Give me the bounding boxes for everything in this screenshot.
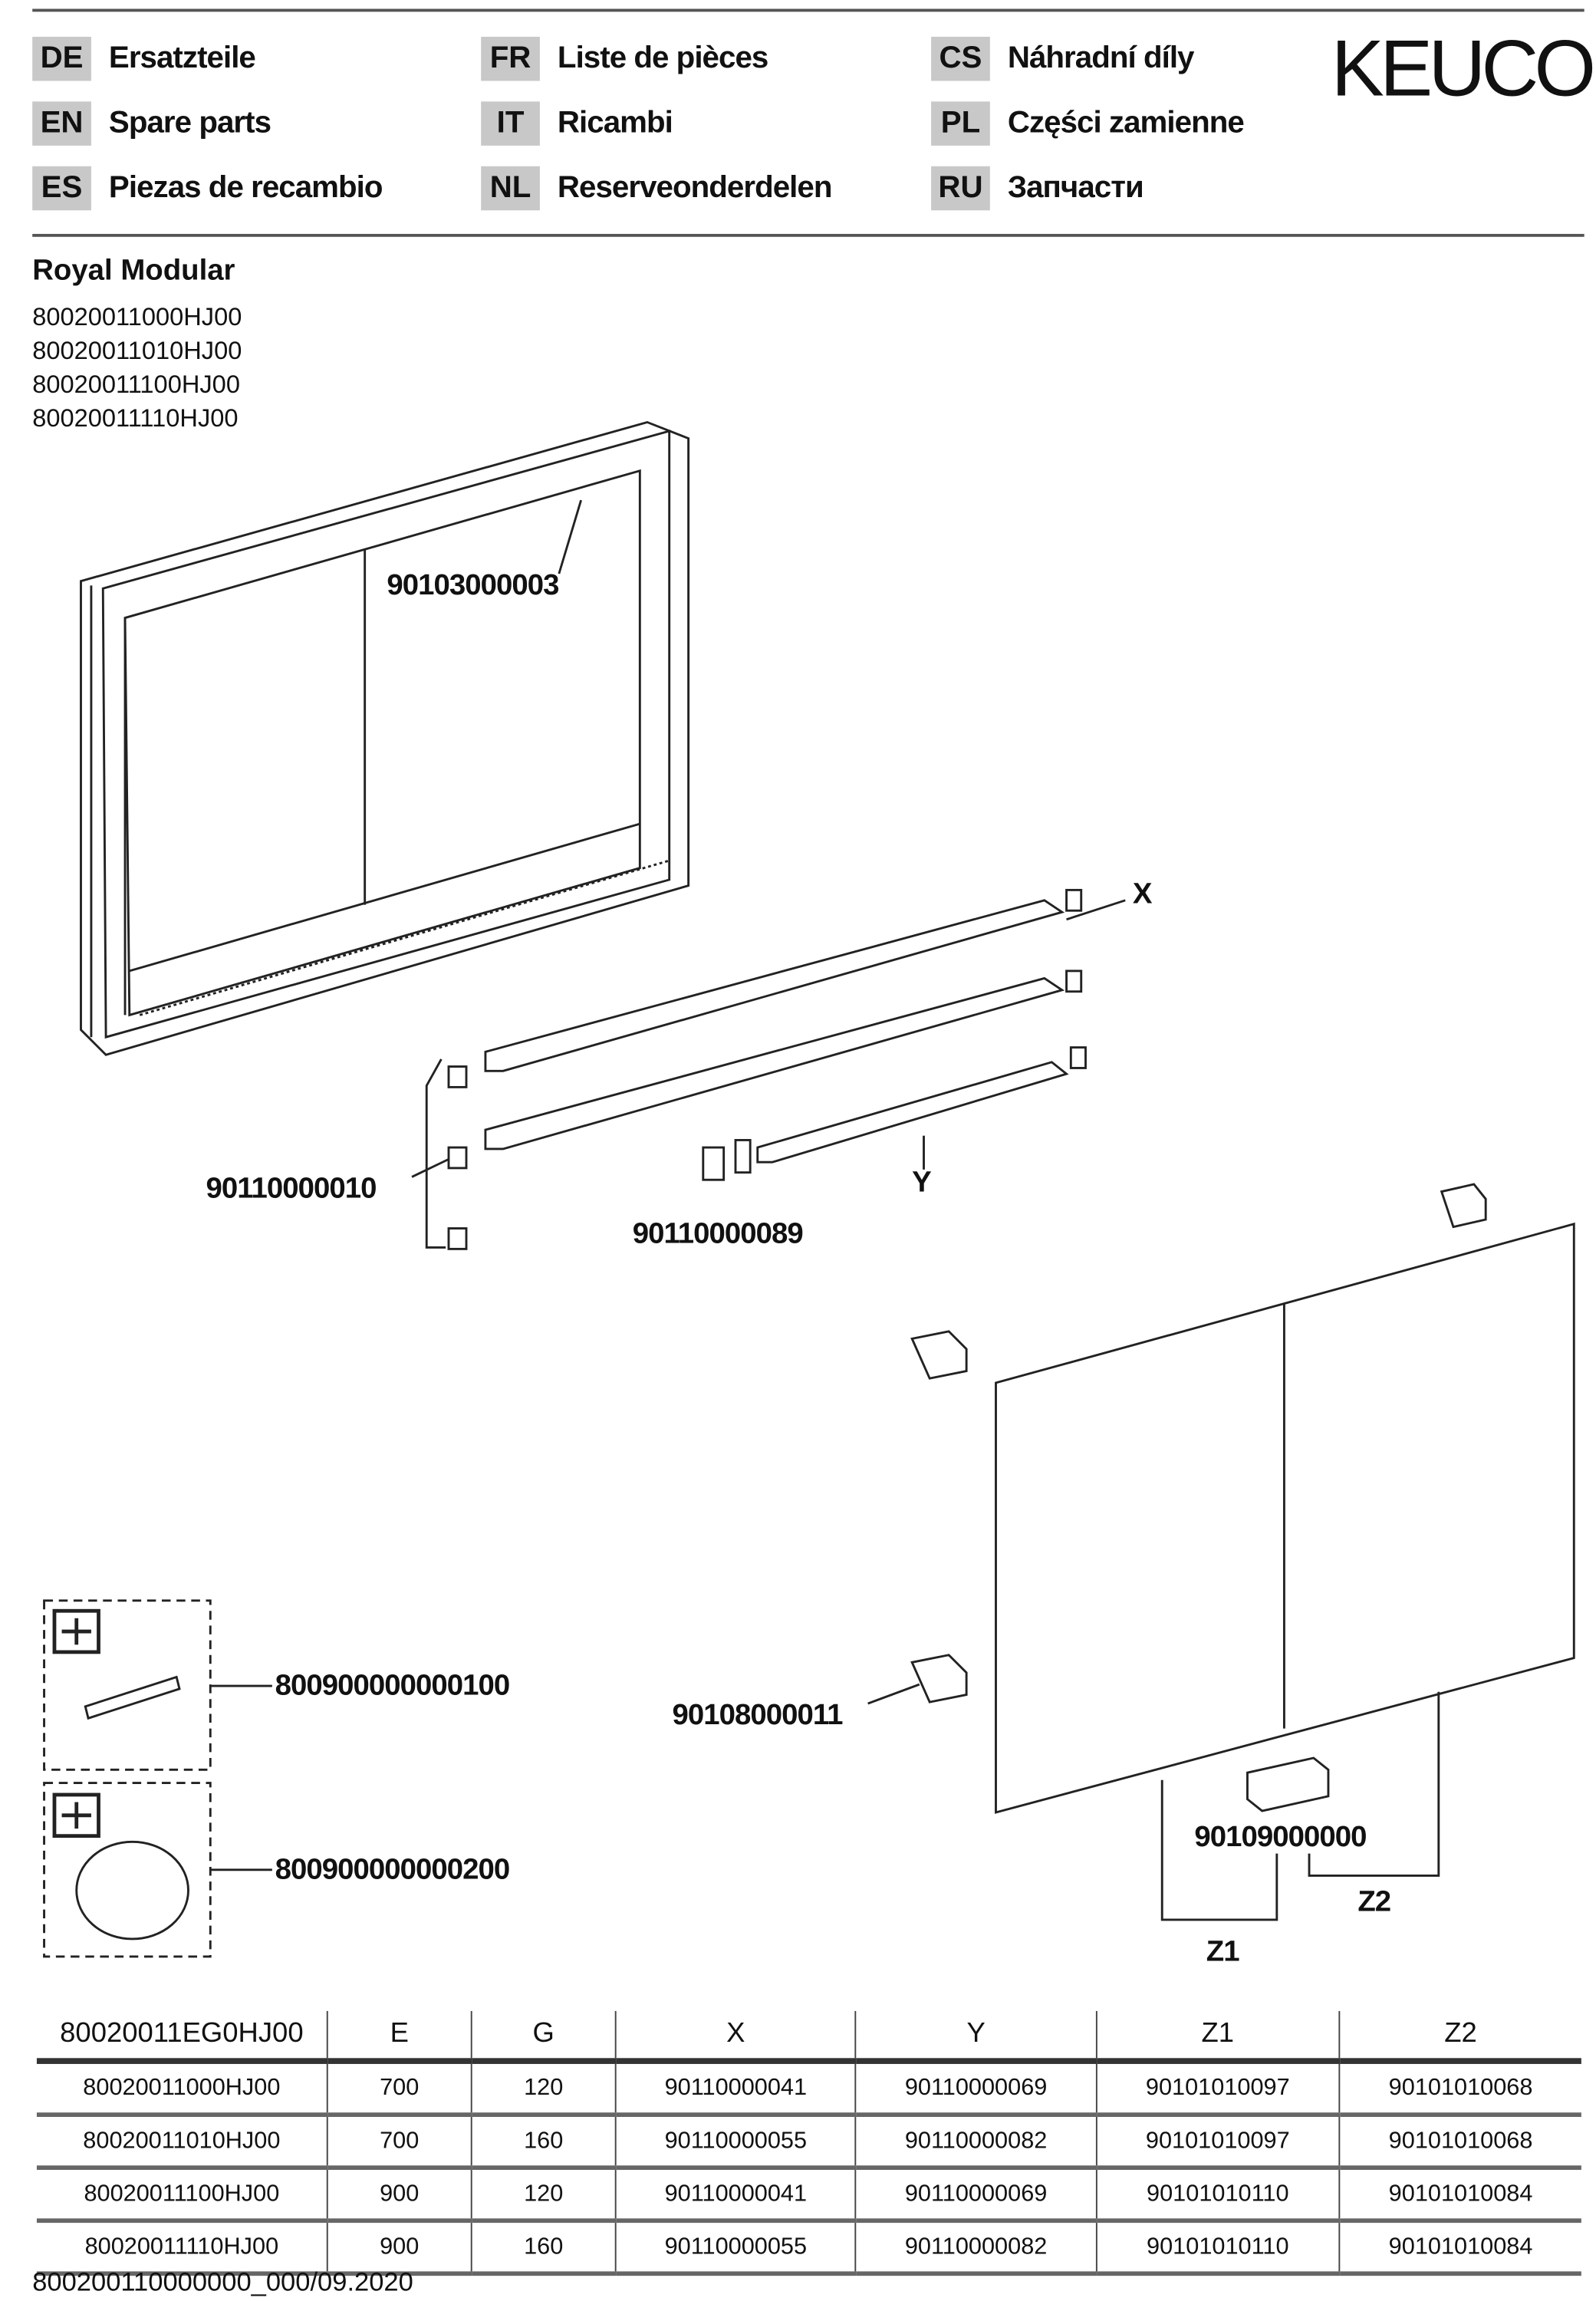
table-cell: 90110000082 bbox=[855, 2220, 1097, 2276]
table-cell: 160 bbox=[470, 2115, 616, 2171]
document-footer: 800200110000000_000/09.2020 bbox=[32, 2266, 413, 2296]
part-label: 90109000000 bbox=[1194, 1821, 1367, 1854]
lang-code: IT bbox=[481, 101, 540, 146]
article-list: 80020011000HJ00 80020011010HJ00 80020011… bbox=[32, 300, 242, 435]
column-header: E bbox=[326, 2010, 472, 2064]
lang-de: DE Ersatzteile bbox=[32, 36, 256, 81]
article-number: 80020011100HJ00 bbox=[32, 370, 240, 399]
lang-label: Náhradní díly bbox=[1007, 41, 1195, 75]
table-cell: 900 bbox=[326, 2168, 472, 2224]
lang-label: Запчасти bbox=[1007, 170, 1144, 205]
table-cell: 80020011010HJ00 bbox=[36, 2115, 327, 2171]
table-cell: 90110000055 bbox=[614, 2220, 856, 2276]
table-header: 80020011EG0HJ00 E G X Y Z1 Z2 bbox=[36, 2010, 1581, 2064]
product-title: Royal Modular bbox=[32, 254, 235, 288]
lang-label: Piezas de recambio bbox=[108, 170, 383, 205]
cabinet-frame bbox=[80, 420, 690, 1056]
lang-code: EN bbox=[32, 101, 91, 146]
table-cell: 120 bbox=[470, 2061, 616, 2117]
part-label: 90110000010 bbox=[206, 1172, 377, 1205]
table-cell: 80020011110HJ00 bbox=[36, 2220, 327, 2276]
table-cell: 90101010110 bbox=[1095, 2220, 1340, 2276]
part-label: Z1 bbox=[1206, 1936, 1240, 1969]
part-label: Y bbox=[912, 1166, 932, 1200]
lang-es: ES Piezas de recambio bbox=[32, 166, 383, 211]
plus-icon bbox=[52, 1608, 100, 1838]
table-cell: 90110000041 bbox=[614, 2061, 856, 2117]
lang-label: Ersatzteile bbox=[108, 41, 256, 75]
lang-code: NL bbox=[481, 166, 540, 211]
part-label: Z2 bbox=[1357, 1885, 1391, 1919]
lang-label: Spare parts bbox=[108, 106, 271, 140]
table-cell: 700 bbox=[326, 2061, 472, 2117]
column-header: X bbox=[614, 2010, 856, 2064]
part-label: 90110000089 bbox=[632, 1218, 804, 1251]
table-cell: 90101010097 bbox=[1095, 2115, 1340, 2171]
table-cell: 90101010084 bbox=[1338, 2220, 1581, 2276]
top-divider bbox=[32, 8, 1584, 12]
part-label: 90103000003 bbox=[387, 569, 559, 602]
table-cell: 700 bbox=[326, 2115, 472, 2171]
lang-code: PL bbox=[931, 101, 990, 146]
column-header: G bbox=[470, 2010, 616, 2064]
lang-code: RU bbox=[931, 166, 990, 211]
table-cell: 90110000041 bbox=[614, 2168, 856, 2224]
mirror-doors bbox=[867, 1183, 1575, 1921]
column-header: Z1 bbox=[1095, 2010, 1340, 2064]
lang-label: Reserveonderdelen bbox=[557, 170, 833, 205]
table-cell: 80020011100HJ00 bbox=[36, 2168, 327, 2224]
table-cell: 80020011000HJ00 bbox=[36, 2061, 327, 2117]
table-cell: 120 bbox=[470, 2168, 616, 2224]
lang-code: FR bbox=[481, 36, 540, 81]
table-cell: 90110000069 bbox=[855, 2168, 1097, 2224]
lang-label: Ricambi bbox=[557, 106, 673, 140]
table-cell: 90101010097 bbox=[1095, 2061, 1340, 2117]
table-cell: 90110000082 bbox=[855, 2115, 1097, 2171]
table-cell: 90101010068 bbox=[1338, 2061, 1581, 2117]
column-header: 80020011EG0HJ00 bbox=[36, 2010, 327, 2064]
column-header: Y bbox=[855, 2010, 1097, 2064]
lang-code: DE bbox=[32, 36, 91, 81]
lang-label: Części zamienne bbox=[1007, 106, 1245, 140]
accessory-boxes bbox=[43, 1599, 272, 1958]
article-number: 80020011110HJ00 bbox=[32, 404, 239, 433]
article-number: 80020011010HJ00 bbox=[32, 337, 242, 365]
table-cell: 90101010110 bbox=[1095, 2168, 1340, 2224]
lang-ru: RU Запчасти bbox=[931, 166, 1144, 211]
keuco-logo: KEUCO bbox=[1331, 25, 1596, 114]
lang-it: IT Ricambi bbox=[481, 101, 673, 146]
lang-en: EN Spare parts bbox=[32, 101, 271, 146]
glass-shelves bbox=[411, 888, 1126, 1250]
lang-fr: FR Liste de pièces bbox=[481, 36, 768, 81]
table-cell: 90101010084 bbox=[1338, 2168, 1581, 2224]
part-label: 800900000000200 bbox=[275, 1853, 511, 1886]
lang-cs: CS Náhradní díly bbox=[931, 36, 1195, 81]
column-header: Z2 bbox=[1338, 2010, 1581, 2064]
parts-table: 80020011EG0HJ00 E G X Y Z1 Z2 8002001100… bbox=[36, 2010, 1581, 2276]
lang-label: Liste de pièces bbox=[557, 41, 768, 75]
round-mirror bbox=[75, 1840, 189, 1941]
lang-code: ES bbox=[32, 166, 91, 211]
header-divider bbox=[32, 233, 1584, 237]
table-cell: 160 bbox=[470, 2220, 616, 2276]
table-cell: 90110000055 bbox=[614, 2115, 856, 2171]
cleaning-bar bbox=[84, 1675, 181, 1720]
lang-nl: NL Reserveonderdelen bbox=[481, 166, 833, 211]
table-cell: 900 bbox=[326, 2220, 472, 2276]
article-number: 80020011000HJ00 bbox=[32, 303, 242, 331]
table-cell: 90101010068 bbox=[1338, 2115, 1581, 2171]
part-label: 800900000000100 bbox=[275, 1669, 511, 1703]
part-label: 90108000011 bbox=[672, 1699, 844, 1732]
table-cell: 90110000069 bbox=[855, 2061, 1097, 2117]
lang-code: CS bbox=[931, 36, 990, 81]
part-label: X bbox=[1132, 878, 1153, 911]
lang-pl: PL Części zamienne bbox=[931, 101, 1245, 146]
